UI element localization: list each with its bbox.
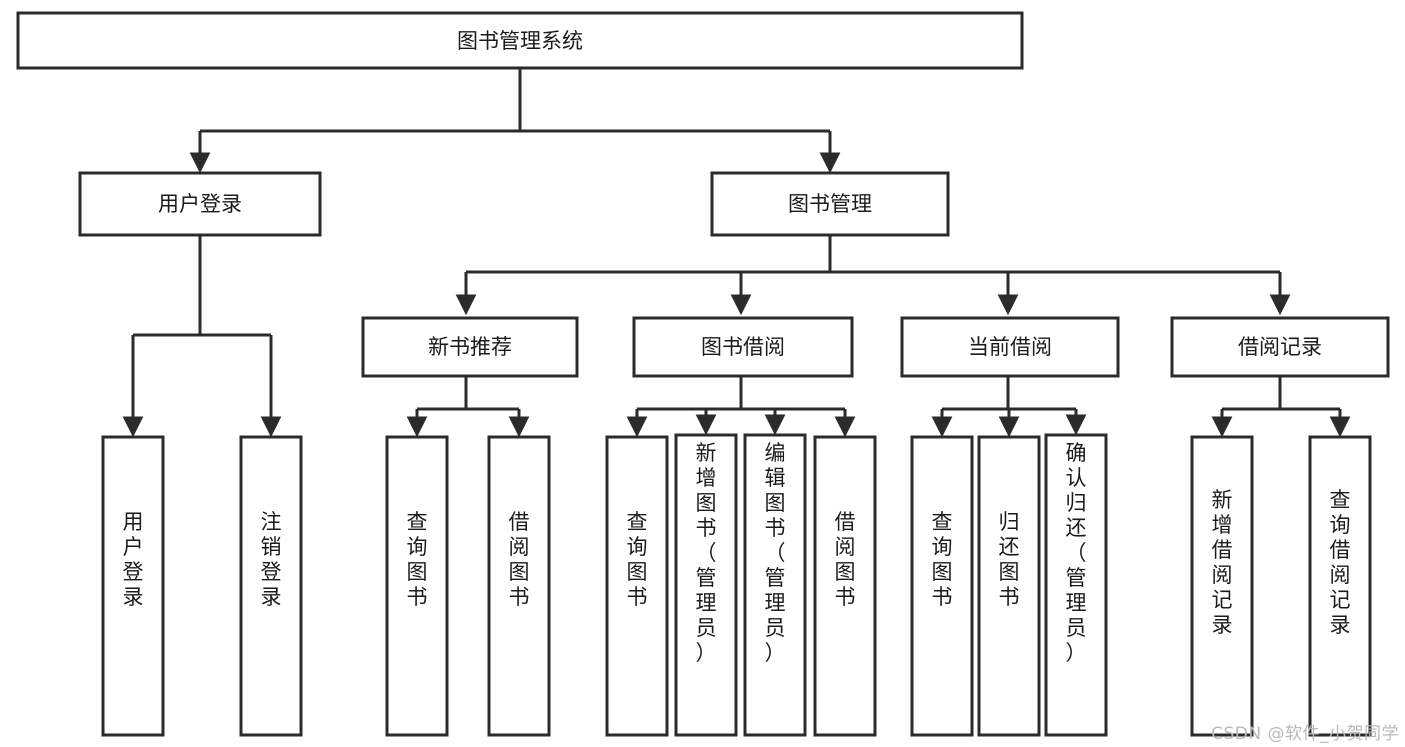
leaf-user-login-logout[interactable]: 注销登录 bbox=[239, 435, 303, 737]
leaf-book-borrow-query[interactable]: 查询图书 bbox=[605, 435, 669, 737]
leaf-new-book-borrow-label: 借阅图书 bbox=[509, 510, 530, 609]
leaf-current-borrow-return[interactable]: 归还图书 bbox=[977, 435, 1041, 737]
leaf-current-borrow-query[interactable]: 查询图书 bbox=[910, 435, 974, 737]
leaf-new-book-borrow[interactable]: 借阅图书 bbox=[487, 435, 551, 737]
node-borrow-record-label: 借阅记录 bbox=[1238, 335, 1322, 359]
leaf-current-borrow-query-label: 查询图书 bbox=[932, 510, 953, 609]
node-current-borrow[interactable]: 当前借阅 bbox=[900, 316, 1120, 378]
leaf-current-borrow-return-label: 归还图书 bbox=[999, 510, 1020, 609]
leaf-book-borrow-query-label: 查询图书 bbox=[627, 510, 648, 609]
leaf-user-login-login-label: 用户登录 bbox=[123, 510, 144, 609]
connector-borrow-record-to-leaves bbox=[1211, 377, 1351, 438]
node-current-borrow-label: 当前借阅 bbox=[968, 335, 1052, 359]
leaf-book-borrow-edit-label: 编辑图书（管理员） bbox=[765, 441, 786, 665]
connector-book-mgmt-to-level3 bbox=[455, 235, 1291, 316]
leaf-book-borrow-borrow[interactable]: 借阅图书 bbox=[813, 435, 877, 737]
node-book-management-label: 图书管理 bbox=[788, 192, 872, 216]
connector-new-book-to-leaves bbox=[406, 377, 530, 438]
node-new-book-recommend[interactable]: 新书推荐 bbox=[361, 316, 579, 378]
node-user-login[interactable]: 用户登录 bbox=[78, 171, 322, 237]
leaf-book-borrow-add-label: 新增图书（管理员） bbox=[696, 441, 717, 665]
leaf-borrow-record-add-label: 新增借阅记录 bbox=[1212, 488, 1233, 637]
leaf-book-borrow-edit[interactable]: 编辑图书（管理员） bbox=[743, 433, 807, 737]
node-root-system[interactable]: 图书管理系统 bbox=[16, 11, 1024, 70]
node-borrow-record[interactable]: 借阅记录 bbox=[1170, 316, 1390, 378]
leaf-book-borrow-add[interactable]: 新增图书（管理员） bbox=[674, 433, 738, 737]
leaf-user-login-logout-label: 注销登录 bbox=[261, 510, 282, 609]
leaf-current-borrow-confirm-label: 确认归还（管理员） bbox=[1066, 441, 1087, 665]
leaf-new-book-query-label: 查询图书 bbox=[407, 510, 428, 609]
node-book-borrow-label: 图书借阅 bbox=[701, 335, 785, 359]
leaf-book-borrow-borrow-label: 借阅图书 bbox=[835, 510, 856, 609]
node-new-book-recommend-label: 新书推荐 bbox=[428, 335, 512, 359]
connector-user-login-to-leaves bbox=[122, 235, 282, 438]
leaf-current-borrow-confirm[interactable]: 确认归还（管理员） bbox=[1044, 433, 1108, 737]
node-book-borrow[interactable]: 图书借阅 bbox=[632, 316, 854, 378]
csdn-watermark: CSDN @软件_小贺同学 bbox=[1211, 724, 1399, 744]
leaf-borrow-record-add[interactable]: 新增借阅记录 bbox=[1190, 435, 1254, 737]
leaf-user-login-login[interactable]: 用户登录 bbox=[101, 435, 165, 737]
connector-current-borrow-to-leaves bbox=[931, 377, 1087, 438]
node-root-system-label: 图书管理系统 bbox=[457, 29, 583, 53]
connector-book-borrow-to-leaves bbox=[626, 377, 856, 438]
leaf-borrow-record-query-label: 查询借阅记录 bbox=[1330, 488, 1351, 637]
leaf-new-book-query[interactable]: 查询图书 bbox=[385, 435, 449, 737]
connector-root-to-level2 bbox=[189, 68, 841, 174]
node-user-login-label: 用户登录 bbox=[158, 192, 242, 216]
leaf-borrow-record-query[interactable]: 查询借阅记录 bbox=[1308, 435, 1372, 737]
node-book-management[interactable]: 图书管理 bbox=[710, 171, 950, 237]
